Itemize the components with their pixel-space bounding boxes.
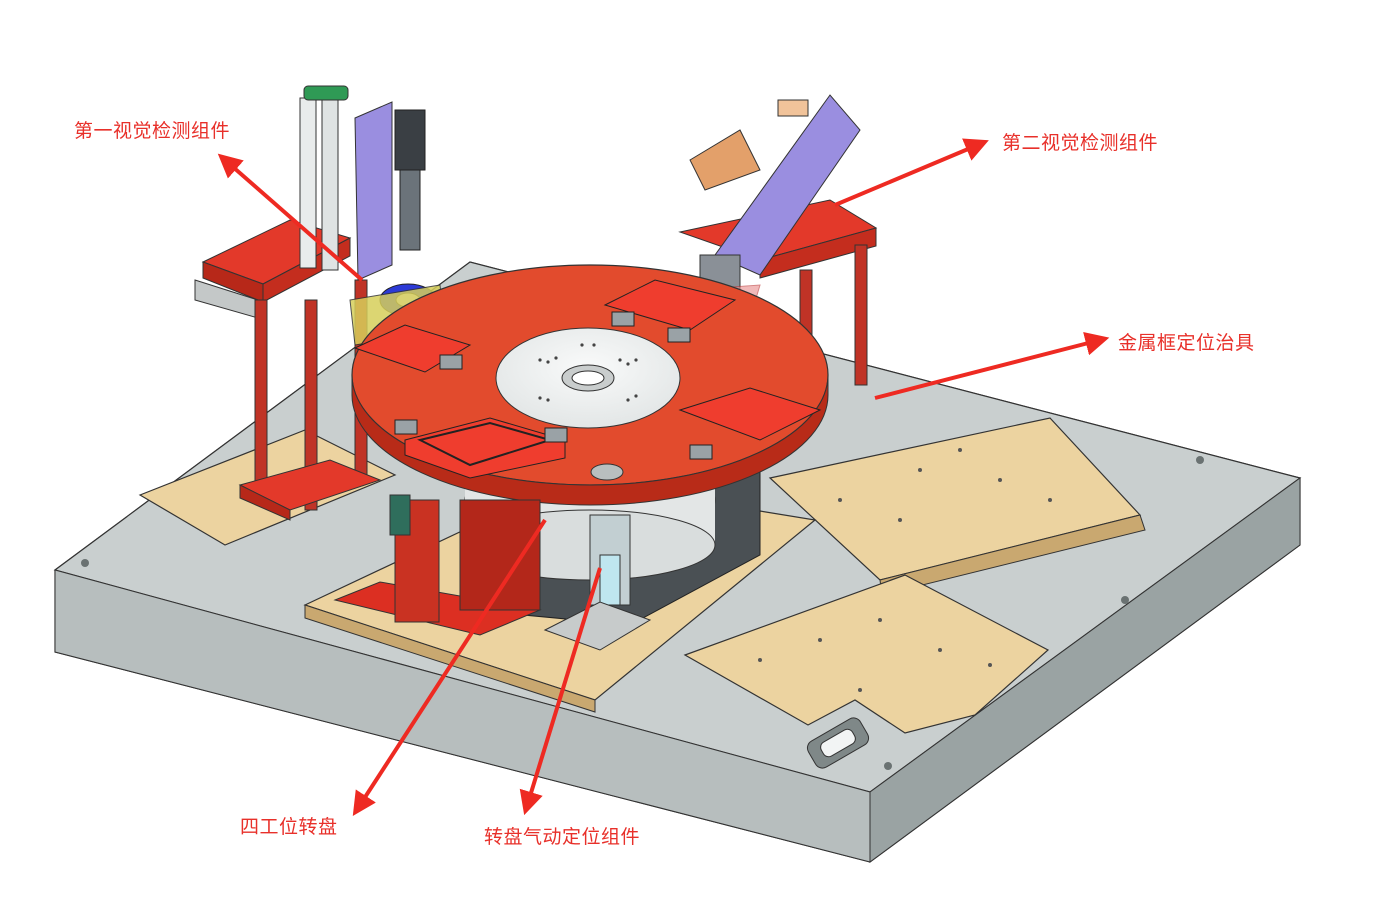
- arrow-vision1: [217, 153, 364, 282]
- arrow-frame-fixture: [874, 331, 1110, 400]
- label-pneumatic-locator: 转盘气动定位组件: [484, 826, 641, 848]
- arrow-turntable: [352, 518, 547, 817]
- label-vision-module-1: 第一视觉检测组件: [74, 120, 231, 142]
- label-turntable: 四工位转盘: [240, 816, 338, 838]
- label-frame-fixture: 金属框定位治具: [1118, 332, 1255, 354]
- arrow-pneumatic: [519, 567, 602, 816]
- arrow-vision2: [834, 138, 989, 207]
- label-vision-module-2: 第二视觉检测组件: [1002, 132, 1159, 154]
- front-fixtures: [333, 494, 652, 651]
- annotation-arrows: [217, 138, 1110, 817]
